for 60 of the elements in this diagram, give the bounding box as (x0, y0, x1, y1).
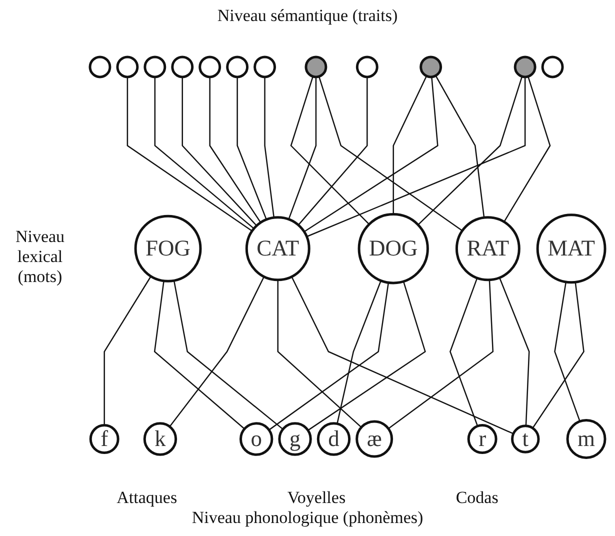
node-circle (541, 55, 564, 78)
connector (291, 276, 514, 434)
node-circle: MAT (536, 213, 606, 284)
node-circle: t (511, 424, 540, 454)
level-label: Niveau phonologique (phonèmes) (192, 508, 424, 527)
connector (277, 279, 362, 428)
group-label: Voyelles (287, 488, 346, 508)
connector (306, 76, 526, 237)
node-circle (304, 55, 328, 78)
node-circle (171, 55, 194, 78)
node-circle: o (239, 422, 274, 456)
connector (308, 280, 426, 430)
node-circle: æ (356, 420, 394, 458)
node-circle: m (566, 418, 606, 459)
node-circle: d (316, 422, 351, 456)
group-label: Codas (456, 488, 498, 508)
connector (336, 280, 382, 424)
connector (236, 76, 268, 220)
node-circle: r (467, 424, 498, 454)
level-label: Niveau lexical (mots) (14, 227, 66, 287)
connector (126, 76, 252, 232)
connector (435, 75, 485, 218)
node-circle (514, 55, 536, 78)
node-circle: f (89, 424, 120, 454)
connector (169, 276, 265, 427)
node-circle (420, 55, 442, 78)
node-circle (254, 55, 276, 78)
node-circle: FOG (134, 214, 202, 282)
node-circle: k (143, 422, 178, 456)
node-circle: CAT (245, 216, 310, 281)
connector (264, 76, 275, 218)
node-circle (356, 55, 378, 78)
connector (154, 280, 245, 429)
node-circle (198, 55, 222, 78)
connector (268, 282, 390, 430)
connector (532, 282, 584, 428)
level-label: Niveau sémantique (traits) (217, 6, 398, 25)
connector (450, 277, 478, 426)
node-circle (88, 55, 112, 78)
connector (418, 76, 523, 225)
connector (154, 76, 254, 229)
node-circle (116, 55, 139, 78)
connector (318, 76, 463, 231)
group-label: Attaques (116, 488, 178, 508)
node-circle (226, 55, 249, 78)
connector (104, 276, 152, 425)
connector (209, 76, 262, 223)
connector (304, 76, 438, 232)
connector (554, 281, 580, 422)
connector (182, 76, 258, 226)
connector (498, 277, 530, 426)
node-circle: RAT (455, 216, 520, 281)
connector (173, 280, 284, 430)
node-circle: g (278, 422, 312, 456)
connector (392, 75, 428, 214)
connector (288, 76, 317, 220)
connector (504, 76, 551, 222)
connector (388, 279, 494, 429)
node-circle (144, 55, 166, 78)
node-circle: DOG (358, 212, 429, 284)
